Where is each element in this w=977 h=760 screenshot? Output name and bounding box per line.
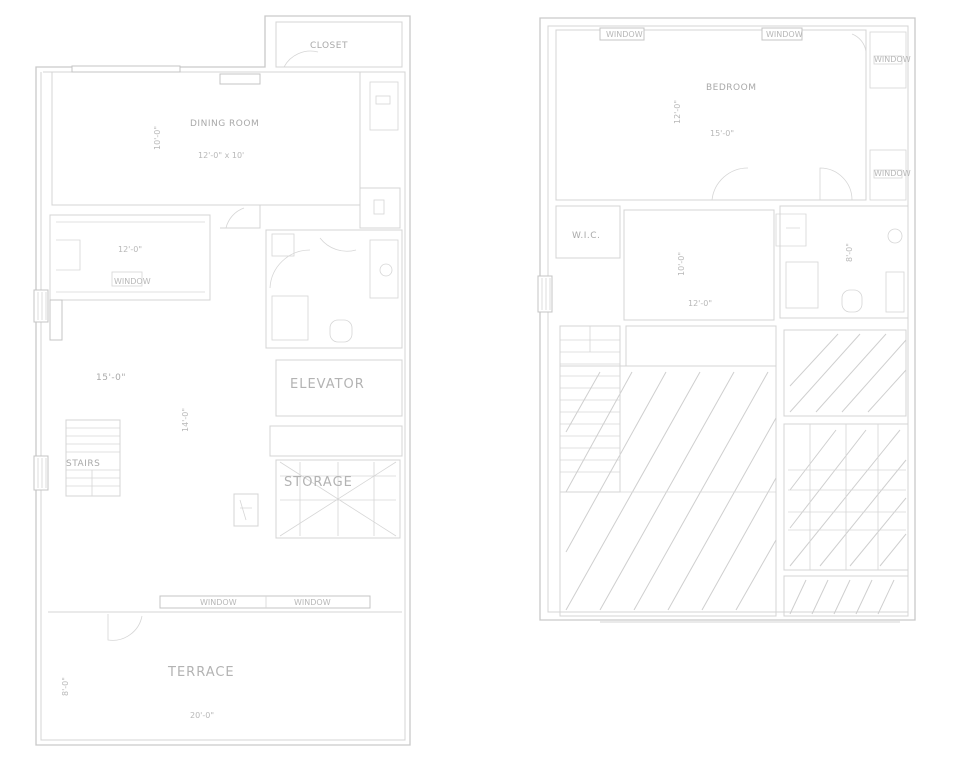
upper-floor-outer-wall [539, 17, 916, 621]
wic-label: W.I.C. [572, 231, 600, 241]
open-to-below-hatch [559, 365, 777, 617]
window-label-c: WINDOW [294, 598, 331, 607]
elevator-label: ELEVATOR [290, 377, 365, 392]
kitchen-dimension: 12'-0" [118, 245, 142, 254]
terrace-dimension: 20'-0" [190, 711, 214, 720]
bedroom-label: BEDROOM [706, 83, 756, 93]
dining-room-label: DINING ROOM [190, 119, 259, 129]
terrace-vertical-dimension: 8'-0" [61, 677, 70, 696]
dining-room-vertical-dimension: 10'-0" [153, 126, 162, 150]
window-label-upper-d: WINDOW [874, 169, 911, 178]
dining-room-dimension: 12'-0" x 10' [198, 151, 244, 160]
window-label-upper-c: WINDOW [874, 55, 911, 64]
bedroom-outline [555, 29, 867, 201]
bedroom-dimension: 15'-0" [710, 129, 734, 138]
ground-bathroom-outline [265, 229, 403, 349]
terrace-label: TERRACE [167, 665, 235, 680]
walk-in-closet-outline [555, 205, 621, 259]
window-label-upper-a: WINDOW [606, 30, 643, 39]
middle-room-outline [623, 209, 775, 321]
living-vertical-dimension: 14'-0" [181, 408, 190, 432]
bath-vertical-dimension: 8'-0" [845, 243, 854, 262]
storage-label: STORAGE [284, 475, 353, 490]
ground-floor-plan: CLOSET DINING ROOM 12'-0" x 10' 10'-0" 1… [33, 15, 411, 746]
stairs-label: STAIRS [66, 459, 100, 469]
closet-top-label: CLOSET [310, 41, 348, 51]
balcony-hatch [783, 329, 909, 571]
elevator-outline [275, 359, 403, 417]
bedroom-vertical-dimension: 12'-0" [673, 100, 682, 124]
middle-room-vertical-dimension: 10'-0" [677, 252, 686, 276]
middle-room-dimension: 12'-0" [688, 299, 712, 308]
living-label: 15'-0" [96, 373, 126, 383]
window-label-a: WINDOW [114, 277, 151, 286]
window-label-b: WINDOW [200, 598, 237, 607]
upper-bathroom-outline [779, 205, 909, 319]
ground-stairs [65, 419, 121, 497]
upper-floor-plan: WINDOW WINDOW WINDOW WINDOW BEDROOM 15'-… [537, 17, 916, 623]
upper-stairs [559, 325, 621, 493]
closet-top-outline [275, 21, 403, 68]
window-label-upper-b: WINDOW [766, 30, 803, 39]
storage-outline [275, 459, 401, 539]
